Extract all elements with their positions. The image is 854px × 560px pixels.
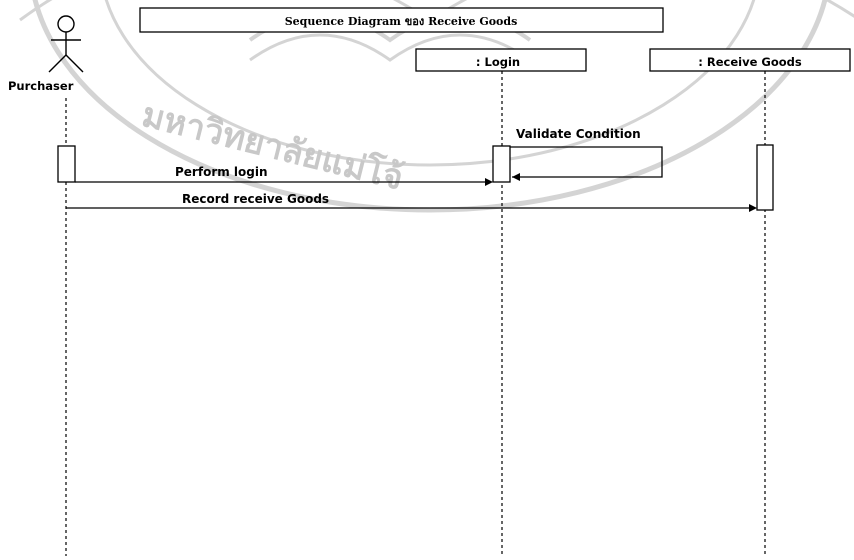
receive-goods-activation-box <box>756 144 774 211</box>
record-receive-goods-label: Record receive Goods <box>182 192 329 206</box>
validate-condition-self-message <box>510 146 663 181</box>
login-lifeline-label: : Login <box>476 55 520 69</box>
perform-login-label: Perform login <box>175 165 268 179</box>
diagram-title: Sequence Diagram ของ Receive Goods <box>285 15 518 28</box>
diagram-title-box: Sequence Diagram ของ Receive Goods <box>139 7 664 33</box>
purchaser-activation-box <box>57 145 76 183</box>
purchaser-actor-label: Purchaser <box>8 79 74 93</box>
record-receive-goods-message-arrow <box>66 204 757 212</box>
receive-goods-lifeline-header: : Receive Goods <box>649 48 851 72</box>
seal-watermark-text: มหาวิทยาลัยแม่โจ้ <box>138 94 408 199</box>
login-activation-box <box>492 145 511 183</box>
purchaser-actor-icon <box>48 15 84 73</box>
validate-condition-label: Validate Condition <box>516 127 641 141</box>
login-lifeline-header: : Login <box>415 48 587 72</box>
receive-goods-lifeline-label: : Receive Goods <box>698 55 802 69</box>
perform-login-message-arrow <box>75 178 493 186</box>
